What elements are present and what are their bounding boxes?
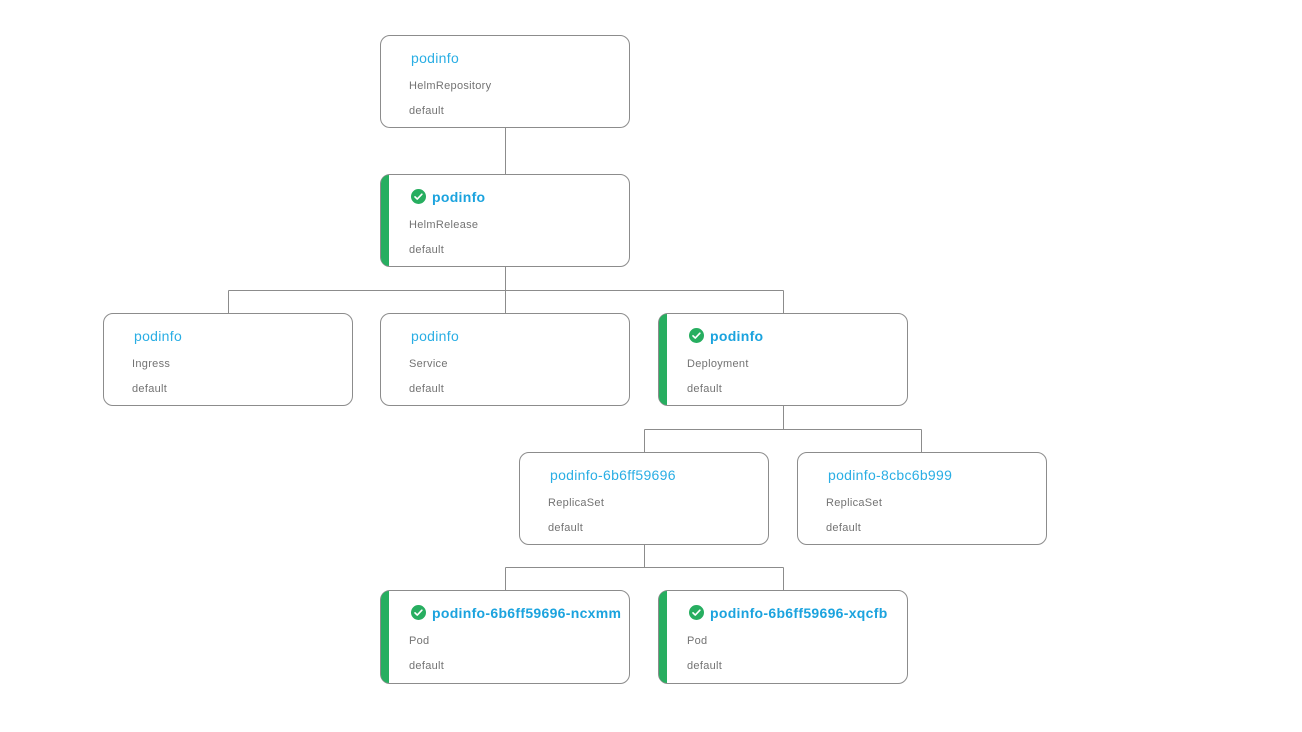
node-body: podinfo-6b6ff59696 ReplicaSet default	[548, 466, 760, 535]
status-accent-bar	[381, 175, 389, 266]
node-namespace: default	[409, 383, 445, 395]
node-kind: Pod	[409, 635, 430, 647]
node-body: podinfo Ingress default	[132, 327, 344, 396]
node-namespace: default	[687, 660, 723, 672]
node-namespace: default	[409, 244, 445, 256]
edge-deployment-to-replicasets	[644, 406, 922, 452]
node-body: podinfo-6b6ff59696-xqcfb Pod default	[687, 604, 899, 673]
node-kind: Pod	[687, 635, 708, 647]
edge-replicaset-to-pods	[505, 545, 784, 590]
node-title-row: podinfo	[411, 188, 621, 205]
check-circle-icon	[689, 605, 704, 620]
node-title-link[interactable]: podinfo-6b6ff59696	[550, 466, 676, 483]
node-title-row: podinfo-6b6ff59696-ncxmm	[411, 604, 621, 621]
node-namespace: default	[409, 660, 445, 672]
status-accent-bar	[381, 591, 389, 683]
node-title-link[interactable]: podinfo-6b6ff59696-ncxmm	[432, 604, 622, 621]
node-body: podinfo Service default	[409, 327, 621, 396]
node-title-link[interactable]: podinfo	[710, 327, 764, 344]
node-namespace: default	[826, 522, 862, 534]
graph-node-deployment-podinfo: podinfo Deployment default	[658, 313, 908, 406]
node-body: podinfo Deployment default	[687, 327, 899, 396]
node-title-row: podinfo-6b6ff59696	[550, 466, 760, 483]
node-title-link[interactable]: podinfo-6b6ff59696-xqcfb	[710, 604, 888, 621]
check-circle-icon	[411, 189, 426, 204]
node-title-link[interactable]: podinfo	[411, 49, 460, 66]
graph-node-ingress-podinfo: podinfo Ingress default	[103, 313, 353, 406]
node-namespace: default	[548, 522, 584, 534]
graph-node-replicaset-podinfo-8cbc6b999: podinfo-8cbc6b999 ReplicaSet default	[797, 452, 1047, 545]
node-body: podinfo-8cbc6b999 ReplicaSet default	[826, 466, 1038, 535]
node-kind: ReplicaSet	[826, 497, 883, 509]
graph-node-service-podinfo: podinfo Service default	[380, 313, 630, 406]
node-namespace: default	[687, 383, 723, 395]
node-kind: ReplicaSet	[548, 497, 605, 509]
edge-helmrelease-to-children	[228, 267, 784, 313]
node-kind: Ingress	[132, 358, 171, 370]
graph-node-helmrelease-podinfo: podinfo HelmRelease default	[380, 174, 630, 267]
check-circle-icon	[411, 605, 426, 620]
node-title-row: podinfo	[134, 327, 344, 344]
node-title-row: podinfo-8cbc6b999	[828, 466, 1038, 483]
status-accent-bar	[659, 314, 667, 405]
node-kind: HelmRelease	[409, 219, 479, 231]
node-kind: HelmRepository	[409, 80, 492, 92]
status-accent-bar	[659, 591, 667, 683]
check-circle-icon	[689, 328, 704, 343]
graph-node-replicaset-podinfo-6b6ff59696: podinfo-6b6ff59696 ReplicaSet default	[519, 452, 769, 545]
node-title-row: podinfo	[689, 327, 899, 344]
graph-node-pod-podinfo-6b6ff59696-xqcfb: podinfo-6b6ff59696-xqcfb Pod default	[658, 590, 908, 684]
node-title-link[interactable]: podinfo	[432, 188, 486, 205]
node-kind: Service	[409, 358, 448, 370]
node-namespace: default	[132, 383, 168, 395]
node-body: podinfo HelmRepository default	[409, 49, 621, 118]
node-title-link[interactable]: podinfo	[411, 327, 460, 344]
node-title-row: podinfo	[411, 49, 621, 66]
node-body: podinfo HelmRelease default	[409, 188, 621, 257]
node-title-link[interactable]: podinfo	[134, 327, 183, 344]
node-title-row: podinfo	[411, 327, 621, 344]
graph-node-pod-podinfo-6b6ff59696-ncxmm: podinfo-6b6ff59696-ncxmm Pod default	[380, 590, 630, 684]
node-title-row: podinfo-6b6ff59696-xqcfb	[689, 604, 899, 621]
graph-node-helmrepository-podinfo: podinfo HelmRepository default	[380, 35, 630, 128]
node-kind: Deployment	[687, 358, 749, 370]
node-body: podinfo-6b6ff59696-ncxmm Pod default	[409, 604, 621, 673]
node-namespace: default	[409, 105, 445, 117]
node-title-link[interactable]: podinfo-8cbc6b999	[828, 466, 953, 483]
